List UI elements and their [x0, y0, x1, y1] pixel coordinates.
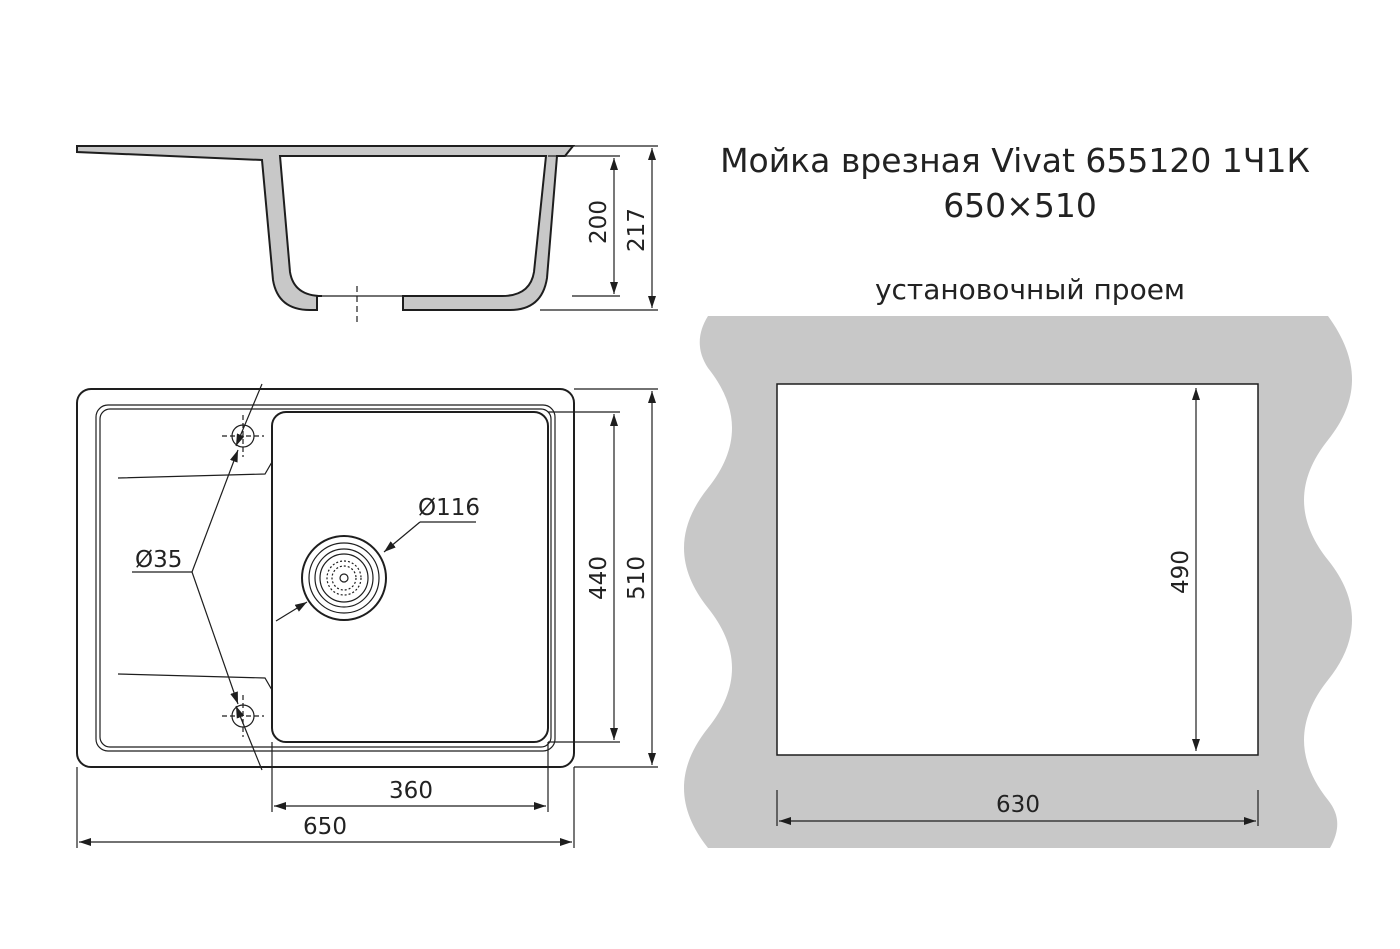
sink-bowl: [271, 411, 549, 743]
sink-section-profile: [76, 145, 576, 311]
top-view: Ø35 Ø116 440 510 360 65: [76, 383, 658, 848]
sink-dimensions: 650×510: [943, 186, 1097, 225]
depth-label: 200: [586, 200, 612, 244]
total-height-label: 217: [624, 208, 650, 252]
bowl-width-label: 360: [389, 778, 433, 804]
cutout-opening: [776, 383, 1259, 756]
side-section-view: 200 217: [76, 145, 658, 322]
cutout-width-label: 630: [996, 792, 1040, 818]
sink-rim-inner: [99, 408, 552, 748]
faucet-hole-bottom: [222, 695, 264, 737]
drain-diameter-label: Ø116: [418, 495, 480, 521]
drainboard-groove-top: [117, 459, 273, 479]
sink-outline: [76, 388, 575, 768]
cutout-caption: установочный проем: [875, 273, 1185, 306]
cutout-height-label: 490: [1168, 550, 1194, 594]
drainboard-groove-bottom: [117, 673, 273, 693]
faucet-hole-top: [222, 415, 264, 457]
faucet-hole-label: Ø35: [135, 547, 182, 573]
drawing-title: Мойка врезная Vivat 655120 1Ч1К: [720, 141, 1310, 180]
sink-rim-outer: [95, 404, 556, 752]
overall-height-label: 510: [624, 556, 650, 600]
drain-fitting: [301, 535, 387, 621]
overall-width-label: 650: [303, 814, 347, 840]
bowl-height-label: 440: [586, 556, 612, 600]
cutout-view: установочный проем 490 630: [684, 273, 1352, 848]
